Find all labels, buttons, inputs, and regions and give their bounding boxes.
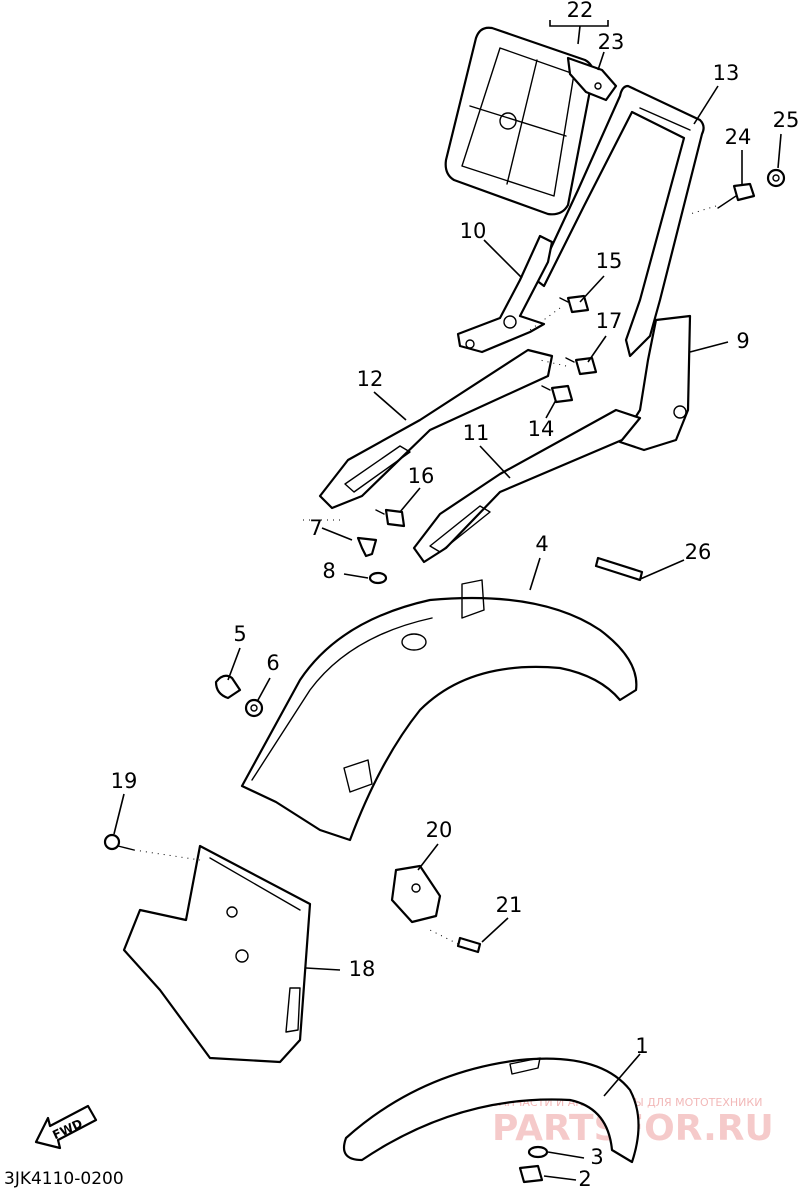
callout-18: 18 (349, 957, 376, 981)
callout-14: 14 (528, 417, 555, 441)
callout-23: 23 (598, 30, 625, 54)
callout-17: 17 (596, 309, 623, 333)
leader-lines (113, 20, 782, 1181)
callout-1: 1 (635, 1034, 648, 1058)
callout-15: 15 (596, 249, 623, 273)
part-grab-rail-11 (412, 408, 642, 564)
assembly-lines (133, 205, 717, 945)
bolt-24-icon (717, 182, 756, 209)
bolt-21-icon (456, 936, 482, 954)
fwd-arrow-icon: FWD (34, 1104, 98, 1150)
part-backrest-pad (444, 26, 595, 216)
callout-5: 5 (233, 622, 246, 646)
callout-6: 6 (266, 651, 279, 675)
bolt-16-icon (375, 508, 406, 528)
part-front-fender (342, 1057, 640, 1164)
part-sticker-26 (594, 556, 644, 582)
callout-13: 13 (713, 61, 740, 85)
callout-12: 12 (357, 367, 384, 391)
bolt-14-icon (541, 384, 574, 404)
callout-16: 16 (408, 464, 435, 488)
bolt-7-icon (356, 536, 378, 558)
callout-19: 19 (111, 769, 138, 793)
bolt-17-icon (565, 356, 598, 376)
callout-20: 20 (426, 818, 453, 842)
part-holder-20 (390, 864, 442, 924)
part-inner-fender (122, 844, 312, 1064)
bolt-5-icon (214, 674, 242, 700)
diagram-code: 3JK4110-0200 (4, 1169, 124, 1189)
nut-25-icon (766, 168, 786, 188)
callout-24: 24 (725, 125, 752, 149)
callout-3: 3 (590, 1145, 603, 1169)
nut-6-icon (244, 698, 264, 718)
part-grab-rail-12 (318, 348, 554, 510)
callout-8: 8 (322, 559, 335, 583)
callout-26: 26 (685, 540, 712, 564)
callout-22: 22 (567, 0, 594, 22)
part-backrest-frame (534, 84, 705, 358)
callouts: 22 23 13 25 24 10 15 17 9 12 14 11 16 7 … (111, 0, 800, 1189)
bolt-2-icon (518, 1164, 544, 1184)
callout-2: 2 (578, 1167, 591, 1189)
washer-8-icon (368, 571, 388, 585)
washer-3-icon (527, 1145, 549, 1159)
bolt-19-icon (103, 833, 135, 851)
callout-10: 10 (460, 219, 487, 243)
callout-7: 7 (309, 516, 322, 540)
part-rear-fender (240, 579, 638, 842)
callout-21: 21 (496, 893, 523, 917)
callout-4: 4 (535, 532, 548, 556)
fasteners (103, 168, 786, 1184)
callout-25: 25 (773, 108, 800, 132)
part-bracket-23 (566, 56, 618, 102)
callout-11: 11 (463, 421, 490, 445)
bolt-15-icon (559, 294, 590, 314)
part-bracket-10 (456, 234, 554, 354)
callout-9: 9 (736, 329, 749, 353)
